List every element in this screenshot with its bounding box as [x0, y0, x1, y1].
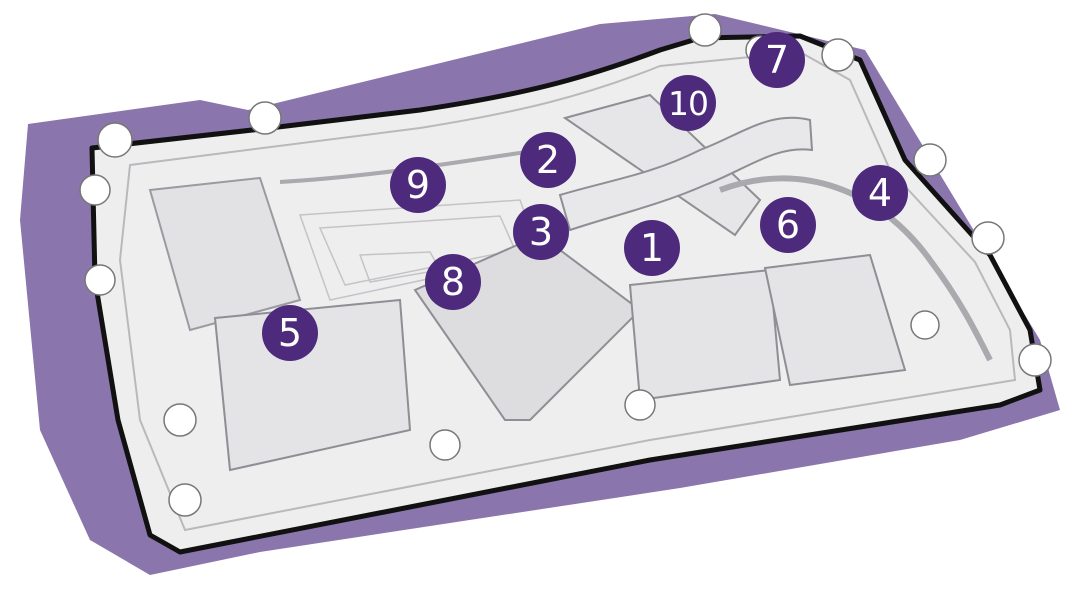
marker-3[interactable]: 3 [513, 204, 569, 260]
marker-7[interactable]: 7 [749, 32, 805, 88]
building-south-middle [628, 268, 782, 402]
marker-2[interactable]: 2 [520, 132, 576, 188]
marker-5[interactable]: 5 [262, 305, 318, 361]
marker-10[interactable]: 10 [660, 75, 716, 131]
marker-1[interactable]: 1 [624, 220, 680, 276]
marker-9[interactable]: 9 [390, 157, 446, 213]
trees [79, 13, 1052, 517]
marker-4[interactable]: 4 [852, 165, 908, 221]
building-west [148, 176, 302, 332]
wave-bridge [558, 116, 814, 232]
marker-8[interactable]: 8 [425, 254, 481, 310]
curved-ramp [718, 175, 993, 362]
building-east [763, 253, 907, 387]
site-inner-edge [118, 50, 1017, 532]
marker-6[interactable]: 6 [760, 197, 816, 253]
